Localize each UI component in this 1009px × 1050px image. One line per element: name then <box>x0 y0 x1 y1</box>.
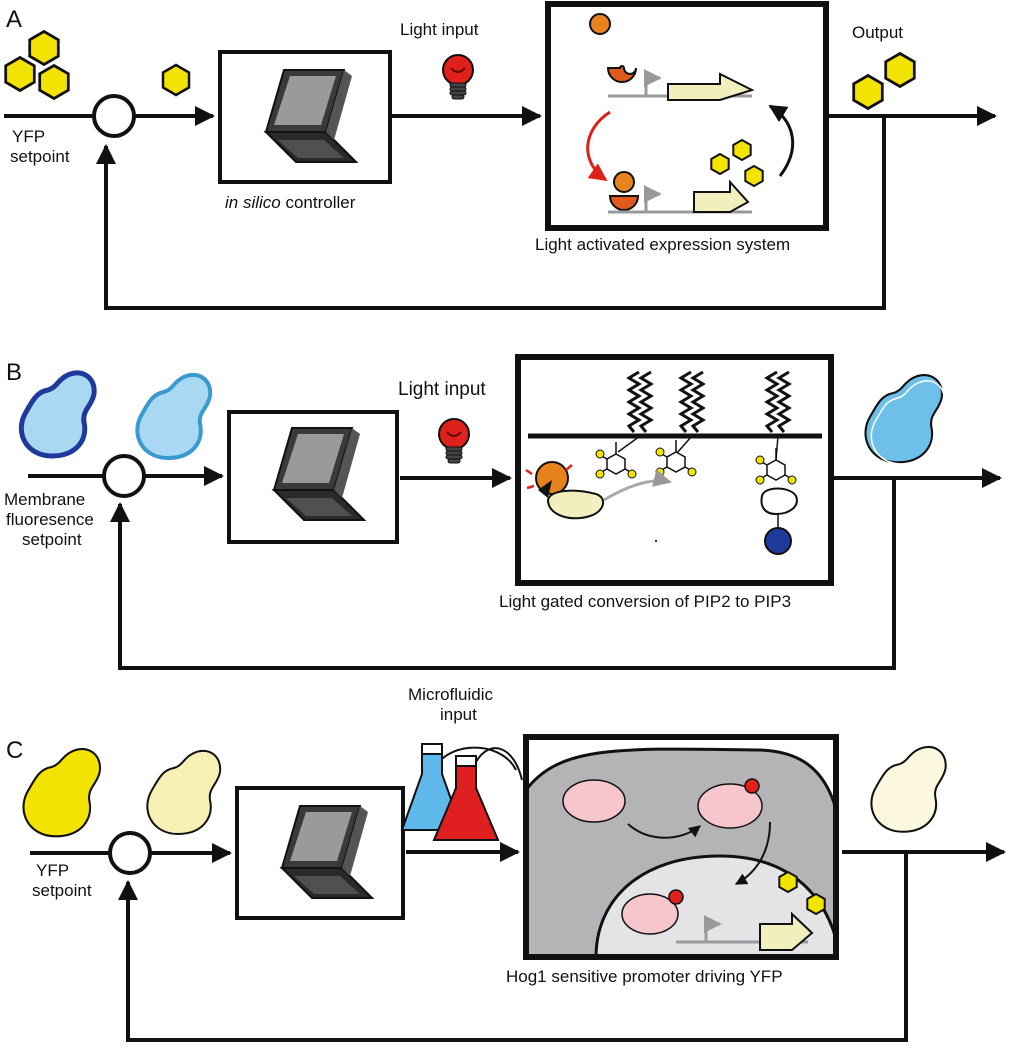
light-bulb-icon <box>442 54 474 100</box>
gene-box-top <box>667 72 755 101</box>
system-label-a: Light activated expression system <box>535 235 790 254</box>
feedback-loop-b <box>110 478 896 670</box>
setpoint-hexagon-small-a <box>161 63 191 97</box>
system-label-b: Light gated conversion of PIP2 to PIP3 <box>499 592 791 611</box>
panel-b-letter: B <box>6 359 22 386</box>
gene-box-bottom <box>693 179 750 213</box>
membrane-cell-setpoint <box>21 373 94 456</box>
activation-arrow <box>586 110 611 182</box>
panel-a-letter: A <box>6 6 22 33</box>
yfp-cell-error <box>146 749 222 835</box>
system-box-c <box>523 734 839 960</box>
yfp-cell-setpoint <box>22 747 102 838</box>
light-bulb-icon-b <box>438 418 470 464</box>
output-label-a: Output <box>852 23 903 42</box>
yfp-gene <box>759 911 814 951</box>
comparator-c <box>108 831 152 875</box>
flask-icons <box>400 743 523 841</box>
feedback-loop-a <box>96 116 886 310</box>
hog1-nuclear <box>621 893 679 935</box>
setpoint-label-c: YFP setpoint <box>32 861 92 900</box>
controller-label-a: in silico controller <box>225 193 356 212</box>
hog1-inactive <box>562 779 626 823</box>
yfp-cell-output <box>870 745 947 833</box>
comparator-b <box>102 454 146 498</box>
fluorescent-reporter <box>764 527 792 555</box>
pi3k-enzyme <box>546 489 605 520</box>
light-input-label-a: Light input <box>400 20 479 39</box>
panel-c-letter: C <box>6 737 23 764</box>
setpoint-hexagons-a <box>4 30 70 100</box>
feedback-loop-c <box>118 852 908 1042</box>
photoreceptor-protein <box>589 13 611 35</box>
system-label-c: Hog1 sensitive promoter driving YFP <box>506 967 783 986</box>
panel-c: C YFP setpoint Microfluidic input <box>6 685 1006 1042</box>
feedback-arrow-inner <box>768 104 795 177</box>
microfluidic-input-label: Microfluidic input <box>408 685 498 724</box>
hog1-phosphorylated <box>697 783 763 829</box>
setpoint-label-b: Membrane fluoresence setpoint <box>4 490 99 549</box>
comparator-a <box>92 94 136 138</box>
membrane-cell-error <box>135 372 213 460</box>
panel-b: B Membrane fluoresence setpoint Light in… <box>4 354 1002 670</box>
system-box-a <box>545 1 829 231</box>
setpoint-label-a: YFP setpoint <box>10 127 70 166</box>
ph-domain <box>760 487 798 516</box>
panel-a: A YFP setpoint in silico controller Ligh… <box>4 1 997 310</box>
light-input-label-b: Light input <box>398 379 486 400</box>
